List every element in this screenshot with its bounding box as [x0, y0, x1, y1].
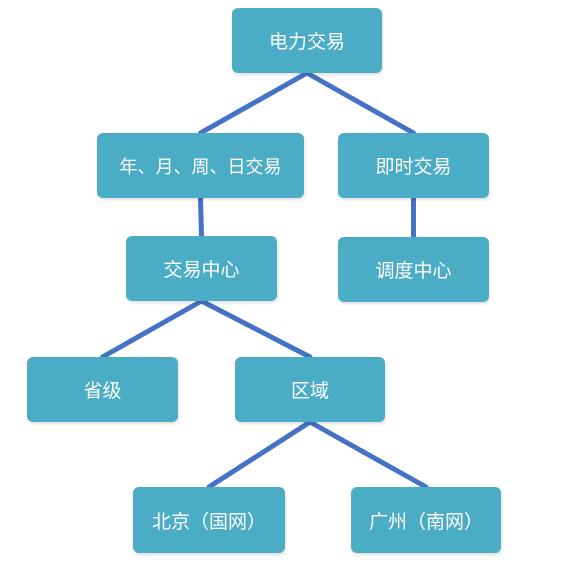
node-provincial: 省级	[27, 357, 178, 422]
node-dispatch-center: 调度中心	[338, 237, 489, 302]
node-spot-trading: 即时交易	[338, 133, 489, 198]
connector-center-regional	[199, 298, 313, 360]
connector-root-spot	[304, 70, 416, 136]
connector-term-center	[198, 195, 204, 239]
node-label: 广州（南网）	[368, 510, 483, 533]
node-label: 区域	[290, 380, 329, 402]
connector-regional-guangzhou	[307, 419, 429, 490]
node-guangzhou: 广州（南网）	[351, 487, 501, 553]
node-regional: 区域	[235, 357, 385, 422]
node-trading-center: 交易中心	[126, 236, 277, 301]
node-label: 北京（国网）	[151, 510, 266, 533]
connector-root-term	[198, 70, 310, 136]
connector-center-provincial	[100, 298, 204, 360]
node-term-trading: 年、月、周、日交易	[97, 133, 304, 198]
node-label: 年、月、周、日交易	[119, 156, 282, 178]
node-label: 即时交易	[375, 156, 452, 178]
node-label: 省级	[83, 380, 122, 402]
node-label: 调度中心	[375, 260, 452, 282]
node-label: 电力交易	[268, 31, 345, 53]
node-power-trading: 电力交易	[232, 8, 382, 73]
node-label: 交易中心	[163, 259, 240, 281]
connector-regional-beijing	[206, 419, 313, 490]
node-beijing: 北京（国网）	[133, 487, 285, 553]
